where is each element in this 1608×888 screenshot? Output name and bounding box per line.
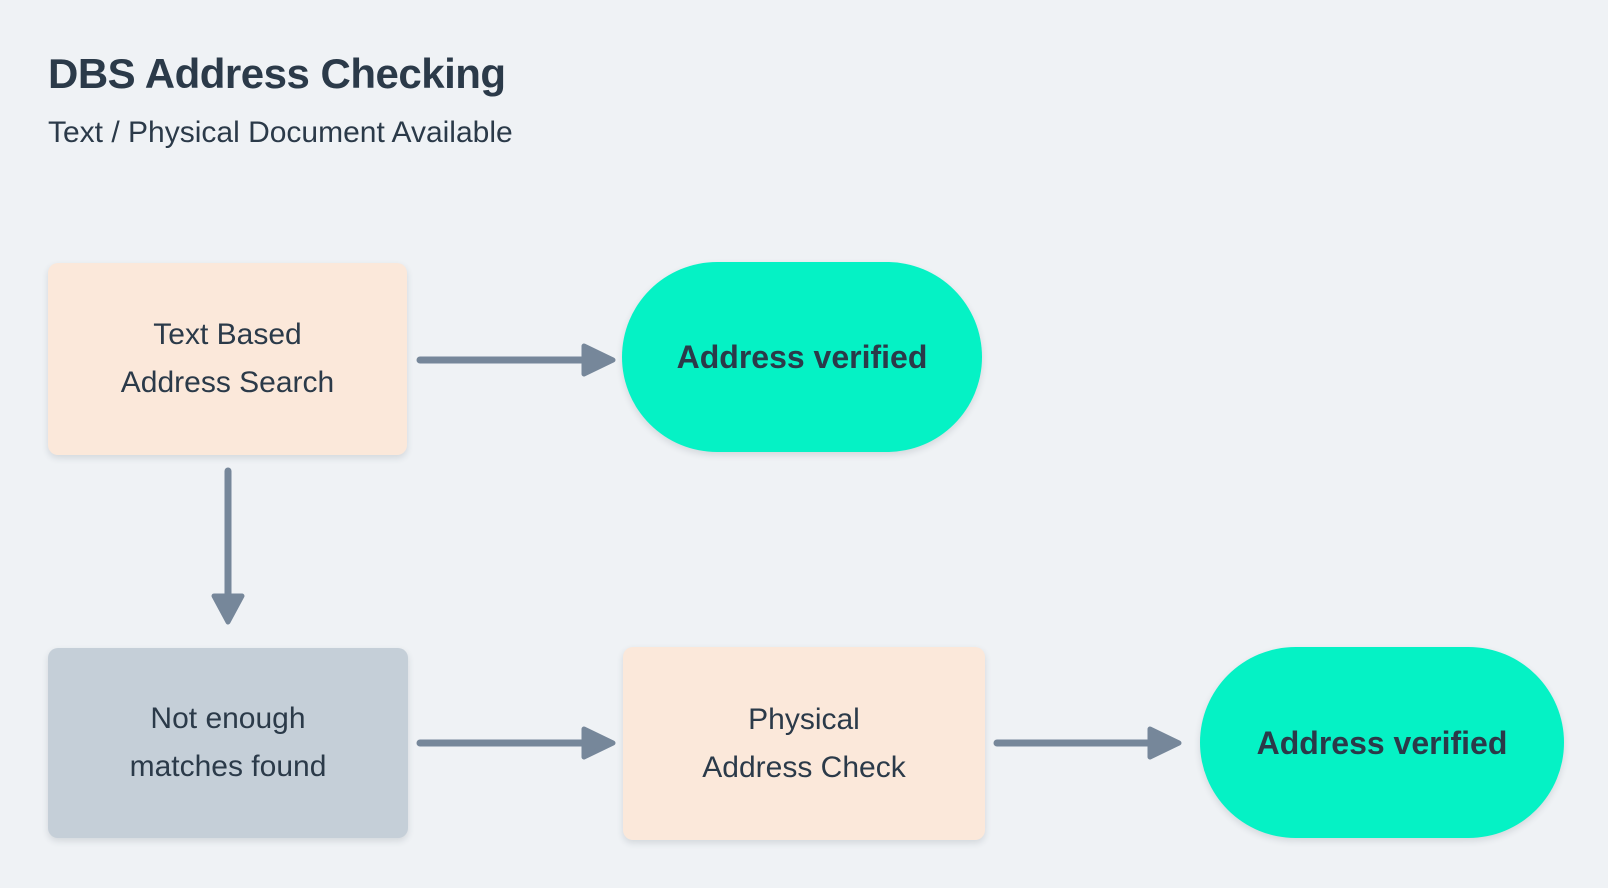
node-label-line: Not enough <box>150 702 306 735</box>
node-label-line: Address Check <box>702 750 906 784</box>
node-address-verified-top: Address verified <box>622 262 982 452</box>
page-title: DBS Address Checking <box>48 50 506 97</box>
node-label-line: Physical <box>748 702 860 736</box>
node-label-line: matches found <box>129 750 327 783</box>
arrow-text-search-to-verified <box>416 343 616 377</box>
node-label-line: Address verified <box>676 339 928 375</box>
arrowhead-right-icon <box>1147 726 1182 760</box>
arrow-text-search-to-no-matches <box>211 467 245 625</box>
arrowhead-right-icon <box>581 343 616 377</box>
arrowhead-down-icon <box>211 593 245 625</box>
node-label-line: Text Based <box>153 318 302 351</box>
node-text-based-address-search: Text Based Address Search <box>48 263 407 455</box>
arrowhead-right-icon <box>581 726 616 760</box>
arrow-physical-to-verified <box>993 726 1182 760</box>
node-physical-address-check: Physical Address Check <box>623 647 985 840</box>
page-subtitle: Text / Physical Document Available <box>48 116 513 149</box>
node-label-line: Address verified <box>1256 724 1508 761</box>
arrow-no-matches-to-physical <box>416 726 616 760</box>
node-not-enough-matches-found: Not enough matches found <box>48 648 408 838</box>
node-address-verified-bottom: Address verified <box>1200 647 1564 838</box>
node-label-line: Address Search <box>120 366 335 399</box>
